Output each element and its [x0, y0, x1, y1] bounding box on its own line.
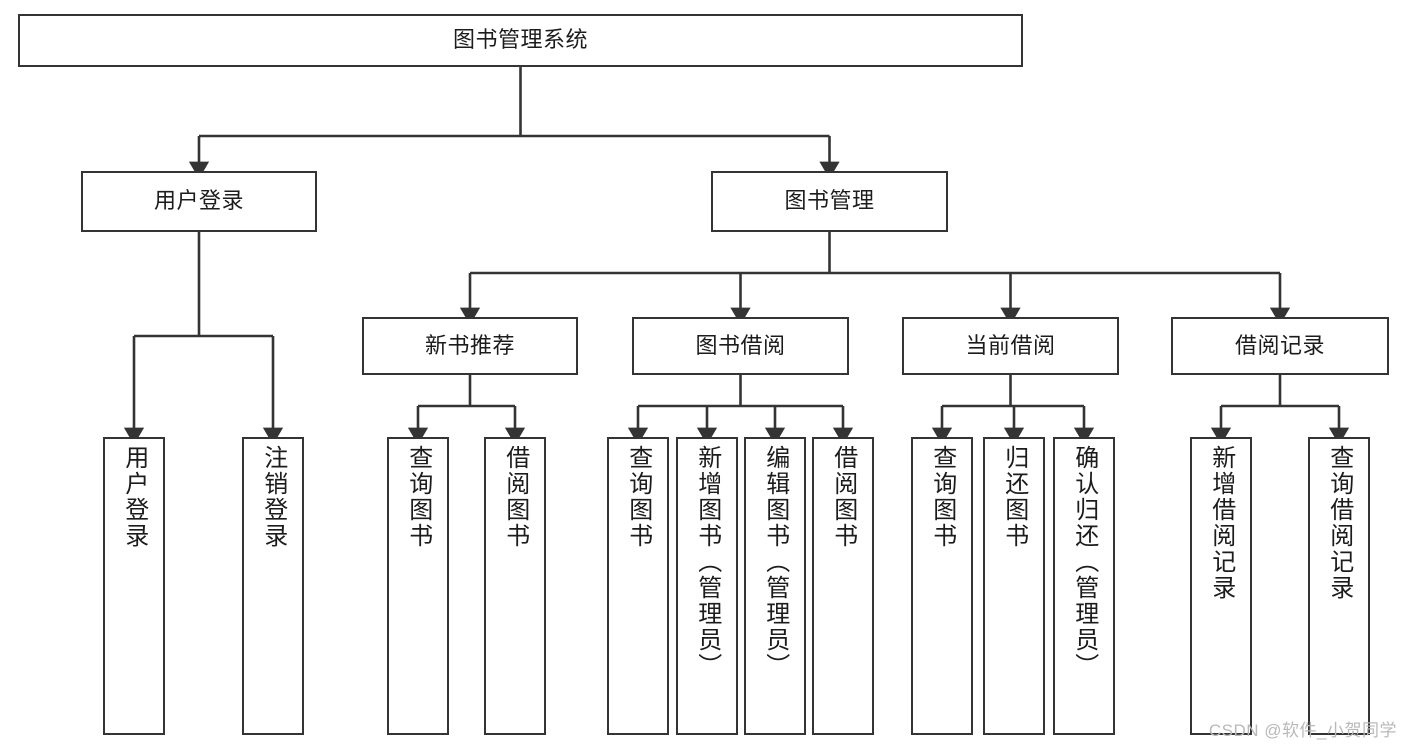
- node-leaf-user-login[interactable]: 用户登录: [103, 437, 165, 735]
- node-label: 确认归还（管理员）: [1070, 445, 1098, 679]
- node-user-login[interactable]: 用户登录: [81, 171, 317, 232]
- node-label: 查询图书: [624, 445, 652, 549]
- node-label: 图书管理: [784, 188, 875, 214]
- watermark-text: CSDN @软件_小贺同学: [1208, 721, 1397, 740]
- node-leaf-add-record[interactable]: 新增借阅记录: [1190, 437, 1252, 735]
- node-label: 当前借阅: [965, 332, 1056, 358]
- node-leaf-return-book[interactable]: 归还图书: [983, 437, 1045, 735]
- node-label: 新书推荐: [424, 332, 515, 358]
- node-label: 用户登录: [120, 445, 148, 549]
- node-leaf-query-book-2[interactable]: 查询图书: [607, 437, 669, 735]
- edge-group: [123, 67, 1350, 445]
- node-leaf-borrow-book-1[interactable]: 借阅图书: [484, 437, 546, 735]
- node-leaf-confirm-return[interactable]: 确认归还（管理员）: [1053, 437, 1115, 735]
- node-leaf-query-book-3[interactable]: 查询图书: [911, 437, 973, 735]
- node-label: 注销登录: [259, 445, 287, 549]
- node-label: 查询图书: [928, 445, 956, 549]
- node-label: 归还图书: [1000, 445, 1028, 549]
- node-leaf-edit-book[interactable]: 编辑图书（管理员）: [744, 437, 806, 735]
- node-book-manage[interactable]: 图书管理: [711, 171, 948, 232]
- node-label: 查询借阅记录: [1325, 445, 1353, 601]
- node-label: 借阅图书: [501, 445, 529, 549]
- node-label: 借阅图书: [829, 445, 857, 549]
- node-leaf-query-book-1[interactable]: 查询图书: [387, 437, 449, 735]
- node-current-borrow[interactable]: 当前借阅: [902, 317, 1119, 375]
- node-leaf-logout[interactable]: 注销登录: [242, 437, 304, 735]
- node-label: 借阅记录: [1234, 332, 1325, 358]
- node-root[interactable]: 图书管理系统: [18, 14, 1023, 67]
- node-leaf-add-book[interactable]: 新增图书（管理员）: [676, 437, 738, 735]
- node-book-borrow[interactable]: 图书借阅: [632, 317, 849, 375]
- node-label: 新增借阅记录: [1207, 445, 1235, 601]
- node-label: 图书管理系统: [452, 27, 588, 53]
- node-label: 查询图书: [404, 445, 432, 549]
- node-label: 用户登录: [153, 188, 244, 214]
- node-label: 新增图书（管理员）: [693, 445, 721, 679]
- node-label: 编辑图书（管理员）: [761, 445, 789, 679]
- node-leaf-query-record[interactable]: 查询借阅记录: [1308, 437, 1370, 735]
- node-leaf-borrow-book-2[interactable]: 借阅图书: [812, 437, 874, 735]
- node-borrow-record[interactable]: 借阅记录: [1171, 317, 1389, 375]
- node-new-book-recommend[interactable]: 新书推荐: [362, 317, 578, 375]
- node-label: 图书借阅: [695, 332, 786, 358]
